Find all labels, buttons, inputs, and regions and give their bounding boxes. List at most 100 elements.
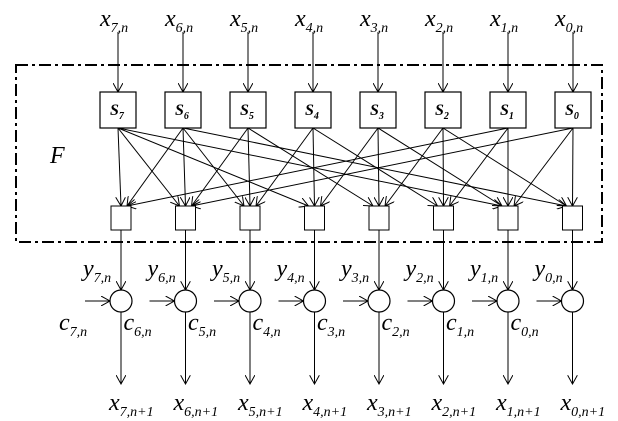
input-x-label-3-base: x <box>294 6 306 32</box>
connection-line-12 <box>256 127 314 206</box>
input-x-label-6-subscript: 1,n <box>501 21 519 36</box>
output-y-label-7-base: y <box>533 256 546 282</box>
connection-line-16 <box>377 127 502 206</box>
sbox-label-0-base: S <box>110 102 119 119</box>
output-x-label-0: x7,n+1 <box>108 390 154 420</box>
sbox-label-3: S4 <box>305 102 319 122</box>
sbox-label-4-base: S <box>370 102 379 119</box>
output-y-label-0-subscript: 7,n <box>94 271 112 286</box>
output-x-label-7-base: x <box>560 390 572 416</box>
output-x-label-3: x4,n+1 <box>302 390 348 420</box>
output-x-label-3-subscript: 4,n+1 <box>313 405 347 420</box>
constant-c-label-4-subscript: 3,n <box>327 325 346 340</box>
adder-box-1 <box>175 205 196 231</box>
connection-line-23 <box>573 127 574 206</box>
output-y-label-2: y5,n <box>210 256 240 286</box>
connection-line-21 <box>450 127 509 206</box>
adder-box-5 <box>433 205 454 231</box>
connection-line-18 <box>385 127 444 206</box>
output-x-label-7: x0,n+1 <box>560 390 606 420</box>
output-x-label-4-subscript: 3,n+1 <box>377 405 412 420</box>
connection-line-22 <box>127 127 509 206</box>
constant-c-label-5-subscript: 2,n <box>392 325 410 340</box>
sbox-label-1-subscript: 6 <box>184 111 189 122</box>
adder-box-0 <box>110 205 132 231</box>
output-y-label-5-base: y <box>404 256 417 282</box>
function-frame <box>15 64 603 243</box>
sbox-3 <box>294 91 332 129</box>
sbox-6 <box>489 91 527 129</box>
sbox-label-7: S0 <box>565 102 579 122</box>
output-x-label-6-base: x <box>495 390 507 416</box>
constant-c-label-0: c7,n <box>59 310 87 340</box>
connection-line-5 <box>127 127 184 206</box>
output-x-label-5: x2,n+1 <box>431 390 477 420</box>
sbox-2 <box>229 91 267 129</box>
connection-line-1 <box>117 127 180 206</box>
output-y-label-4-subscript: 3,n <box>351 271 370 286</box>
xor-circle-0 <box>109 289 133 313</box>
constant-c-label-6-subscript: 1,n <box>457 325 475 340</box>
output-x-label-1: x6,n+1 <box>173 390 219 420</box>
sbox-label-5-base: S <box>435 102 444 119</box>
input-x-label-0: x7,n <box>99 6 128 36</box>
output-x-label-2: x5,n+1 <box>237 390 283 420</box>
constant-c-label-5-base: c <box>382 310 393 336</box>
input-x-label-1-subscript: 6,n <box>176 21 194 36</box>
output-y-label-6-subscript: 1,n <box>481 271 499 286</box>
constant-c-label-1-subscript: 6,n <box>134 325 152 340</box>
output-y-label-6-base: y <box>468 256 481 282</box>
output-x-label-2-subscript: 5,n+1 <box>249 405 283 420</box>
sbox-label-2-subscript: 5 <box>249 111 254 122</box>
adder-box-7 <box>562 205 583 231</box>
connection-line-19 <box>442 127 567 206</box>
output-x-label-0-base: x <box>108 390 120 416</box>
output-x-label-6-subscript: 1,n+1 <box>507 405 541 420</box>
input-x-label-7-subscript: 0,n <box>566 21 584 36</box>
input-x-label-1-base: x <box>164 6 176 32</box>
input-x-label-6-base: x <box>489 6 501 32</box>
output-y-label-0: y7,n <box>81 256 111 286</box>
output-x-label-5-base: x <box>431 390 443 416</box>
output-x-label-4: x3,n+1 <box>366 390 412 420</box>
constant-c-label-5: c2,n <box>382 310 410 340</box>
constant-c-label-1-base: c <box>124 310 135 336</box>
output-y-label-2-base: y <box>210 256 223 282</box>
constant-c-label-6: c1,n <box>446 310 474 340</box>
connection-line-14 <box>378 127 379 206</box>
connection-line-24 <box>514 127 574 206</box>
sbox-label-6-subscript: 1 <box>509 111 514 122</box>
sbox-label-4: S3 <box>370 102 384 122</box>
output-y-label-4: y3,n <box>339 256 369 286</box>
output-y-label-0-base: y <box>81 256 94 282</box>
input-x-label-5-base: x <box>424 6 436 32</box>
sbox-label-2-base: S <box>240 102 249 119</box>
constant-c-label-2-subscript: 5,n <box>199 325 217 340</box>
connection-line-13 <box>312 127 438 206</box>
input-x-label-3: x4,n <box>294 6 323 36</box>
connection-line-8 <box>248 127 250 206</box>
constant-c-label-2: c5,n <box>188 310 216 340</box>
sbox-label-5-subscript: 2 <box>443 111 449 122</box>
connection-line-0 <box>118 127 121 206</box>
output-x-label-1-base: x <box>173 390 185 416</box>
constant-c-label-7-base: c <box>511 310 522 336</box>
constant-c-label-3: c4,n <box>253 310 281 340</box>
xor-circle-4 <box>367 289 391 313</box>
output-y-label-4-base: y <box>339 256 352 282</box>
output-y-label-1-subscript: 6,n <box>158 271 176 286</box>
constant-c-label-0-subscript: 7,n <box>70 325 88 340</box>
constant-c-label-4-base: c <box>317 310 328 336</box>
constant-c-label-1: c6,n <box>124 310 152 340</box>
output-y-label-3: y4,n <box>275 256 305 286</box>
xor-circle-6 <box>496 289 520 313</box>
sbox-label-3-subscript: 4 <box>313 111 319 122</box>
output-x-label-4-base: x <box>366 390 378 416</box>
output-x-label-1-subscript: 6,n+1 <box>184 405 218 420</box>
input-x-label-0-base: x <box>99 6 111 32</box>
output-x-label-0-subscript: 7,n+1 <box>120 405 154 420</box>
sbox-label-6-base: S <box>500 102 509 119</box>
adder-box-2 <box>239 205 261 231</box>
sbox-label-0: S7 <box>110 102 125 122</box>
